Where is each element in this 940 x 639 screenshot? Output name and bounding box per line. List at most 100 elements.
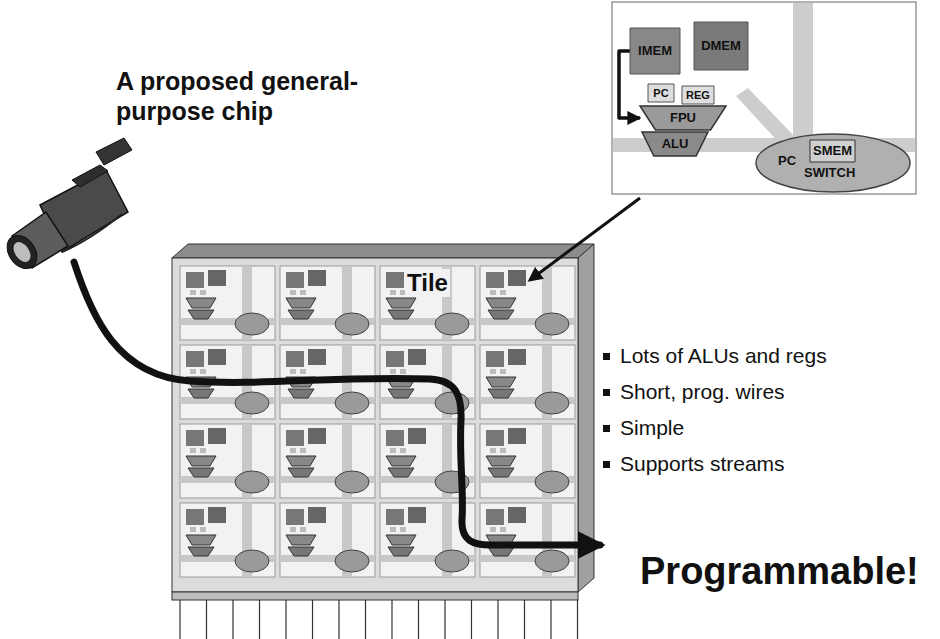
tile-part xyxy=(280,266,375,340)
tile-part xyxy=(188,547,214,556)
chip-body-part xyxy=(578,244,594,592)
tile-part xyxy=(300,527,306,532)
tile-part xyxy=(190,448,196,453)
register-box: REG xyxy=(682,86,714,104)
tile-grid xyxy=(180,266,575,577)
tile-part xyxy=(288,389,314,398)
tile-part xyxy=(408,349,426,365)
tile-part xyxy=(208,349,226,365)
tile-part xyxy=(386,535,416,545)
switch-ellipse: PCSWITCHSMEM xyxy=(756,134,910,192)
tile-part xyxy=(386,298,416,308)
tile-part xyxy=(488,310,514,319)
unit-name: IMEM xyxy=(638,44,672,58)
tile-part xyxy=(388,468,414,477)
tile-part xyxy=(186,456,216,466)
tile-part xyxy=(400,448,406,453)
tile-part xyxy=(200,448,206,453)
tile-part xyxy=(388,389,414,398)
tile-part xyxy=(508,428,526,444)
tile-part xyxy=(486,298,516,308)
unit-name: FPU xyxy=(670,111,696,125)
tile-part xyxy=(335,392,369,414)
pin xyxy=(497,600,498,639)
bullet-square xyxy=(603,353,610,360)
tile xyxy=(280,503,375,577)
stream-path xyxy=(74,262,600,545)
pin xyxy=(179,600,180,639)
tile xyxy=(480,424,575,498)
tile-inset xyxy=(612,2,916,194)
tile xyxy=(380,266,475,340)
tile-part xyxy=(200,290,206,295)
bullet-point: Supports streams xyxy=(620,452,785,476)
bullet-point: Simple xyxy=(620,416,684,440)
bullet-point: Lots of ALUs and regs xyxy=(620,344,827,368)
tile-part xyxy=(286,456,316,466)
pin xyxy=(312,600,313,639)
switch-ellipse-outline-part xyxy=(756,134,910,192)
unit-name: SWITCH xyxy=(804,166,855,180)
tile-part xyxy=(486,509,504,525)
tile-part xyxy=(386,430,404,446)
tile-inset-part xyxy=(736,88,796,146)
slogan: Programmable! xyxy=(640,550,919,594)
register-box-outline-part xyxy=(682,86,714,104)
tile-part xyxy=(180,503,275,577)
tile-part xyxy=(186,272,204,288)
tile xyxy=(280,266,375,340)
tile-part xyxy=(235,313,269,335)
video-camera-part xyxy=(96,138,132,165)
tile-part xyxy=(335,550,369,572)
switch-memory-outline-part xyxy=(810,140,855,162)
unit-name: REG xyxy=(686,89,710,101)
tile-part xyxy=(380,266,475,340)
tile-part xyxy=(208,270,226,286)
tile-part xyxy=(290,369,296,374)
video-camera-part xyxy=(1,230,43,274)
tile-part xyxy=(208,507,226,523)
tile-part xyxy=(386,272,404,288)
tile-part xyxy=(290,290,296,295)
tile-part xyxy=(208,428,226,444)
tile-part xyxy=(190,290,196,295)
tile-part xyxy=(288,547,314,556)
pin xyxy=(259,600,260,639)
video-camera-part xyxy=(72,165,108,187)
pin xyxy=(550,600,551,639)
alu-unit-outline-part xyxy=(642,132,708,156)
video-camera-part xyxy=(10,239,34,265)
video-camera xyxy=(1,138,132,274)
leader-arrow xyxy=(530,198,640,280)
tile-part xyxy=(200,369,206,374)
tile-part xyxy=(180,266,275,340)
tile-part xyxy=(386,509,404,525)
tile-part xyxy=(188,310,214,319)
tile-part xyxy=(235,392,269,414)
tile-part xyxy=(408,428,426,444)
tile-part xyxy=(186,430,204,446)
tile-part xyxy=(386,351,404,367)
alu-unit: ALU xyxy=(642,132,708,156)
tile-part xyxy=(480,266,575,340)
tile-part xyxy=(335,471,369,493)
tile-part xyxy=(186,351,204,367)
unit-name: DMEM xyxy=(701,39,741,53)
tile-part xyxy=(390,448,396,453)
tile-part xyxy=(200,527,206,532)
slide-title: A proposed general-purpose chip xyxy=(116,66,378,126)
tile-part xyxy=(488,389,514,398)
tile-part xyxy=(400,369,406,374)
register-box-outline-part xyxy=(648,84,674,102)
tile xyxy=(180,266,275,340)
fpu-unit: FPU xyxy=(640,106,726,130)
tile xyxy=(180,503,275,577)
tile-part xyxy=(190,527,196,532)
tile-part xyxy=(386,456,416,466)
memory-block-outline-part xyxy=(630,28,680,74)
tile xyxy=(280,424,375,498)
tile-part xyxy=(188,468,214,477)
